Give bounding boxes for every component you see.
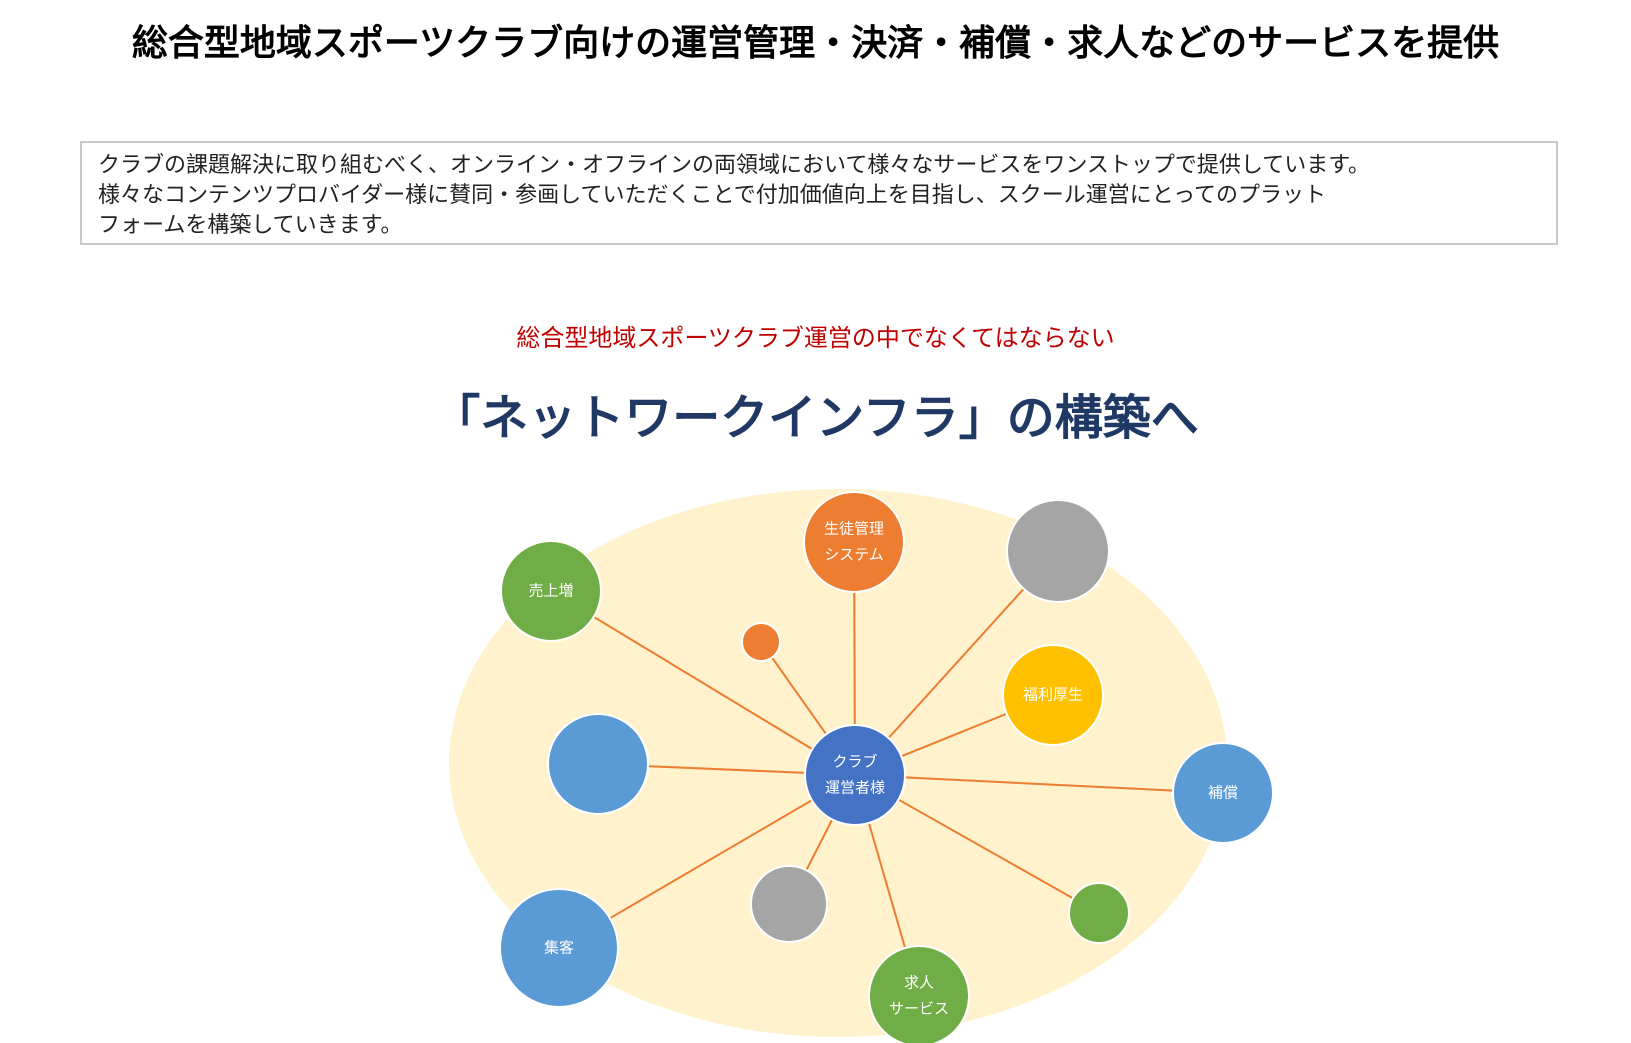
node-job-service-label: サービス xyxy=(889,1000,949,1018)
node-welfare-label: 福利厚生 xyxy=(1023,686,1083,704)
node-compensation-circle xyxy=(1172,742,1274,844)
node-gray-top-right xyxy=(1006,499,1110,603)
description-box: クラブの課題解決に取り組むべく、オンライン・オフラインの両領域において様々なサー… xyxy=(80,141,1558,245)
node-small-orange xyxy=(741,622,781,662)
node-small-green xyxy=(1068,882,1130,944)
node-customer-acquisition: 集客 xyxy=(499,888,619,1008)
sub-heading: 総合型地域スポーツクラブ運営の中でなくてはならない xyxy=(516,324,1115,352)
node-gray-top-right-circle xyxy=(1006,499,1110,603)
node-compensation-label: 補償 xyxy=(1208,784,1238,802)
connector-line xyxy=(854,774,1224,794)
node-small-orange-circle xyxy=(741,622,781,662)
node-job-service-circle xyxy=(868,945,970,1043)
description-line: 様々なコンテンツプロバイダー様に賛同・参画していただくことで付加価値向上を目指し… xyxy=(98,183,1327,208)
description-line: フォームを構築していきます。 xyxy=(98,213,403,238)
node-gray-bottom xyxy=(750,865,828,943)
main-heading: 「ネットワークインフラ」の構築へ xyxy=(432,390,1199,446)
node-customer-acquisition-label: 集客 xyxy=(544,939,574,957)
node-job-service-label: 求人 xyxy=(904,974,934,992)
node-blue-left-circle xyxy=(547,713,649,815)
description-line: クラブの課題解決に取り組むべく、オンライン・オフラインの両領域において様々なサー… xyxy=(98,153,1371,178)
node-blue-left xyxy=(547,713,649,815)
node-welfare-circle xyxy=(1002,644,1104,746)
node-sales-increase-label: 売上増 xyxy=(528,582,573,600)
node-small-green-circle xyxy=(1068,882,1130,944)
node-gray-bottom-circle xyxy=(750,865,828,943)
node-compensation: 補償 xyxy=(1172,742,1274,844)
node-customer-acquisition-circle xyxy=(499,888,619,1008)
node-student-management-system-circle xyxy=(803,491,905,593)
hub-club-operators-label: 運営者様 xyxy=(825,779,885,797)
connector-line xyxy=(550,590,856,776)
node-student-management-system-label: システム xyxy=(824,546,884,564)
node-sales-increase: 売上増 xyxy=(500,540,602,642)
hub-club-operators-circle xyxy=(804,724,906,826)
node-student-management-system-label: 生徒管理 xyxy=(824,520,884,538)
node-sales-increase-circle xyxy=(500,540,602,642)
page-title: 総合型地域スポーツクラブ向けの運営管理・決済・補償・求人などのサービスを提供 xyxy=(131,23,1500,64)
hub-club-operators-label: クラブ xyxy=(832,753,877,771)
node-welfare: 福利厚生 xyxy=(1002,644,1104,746)
